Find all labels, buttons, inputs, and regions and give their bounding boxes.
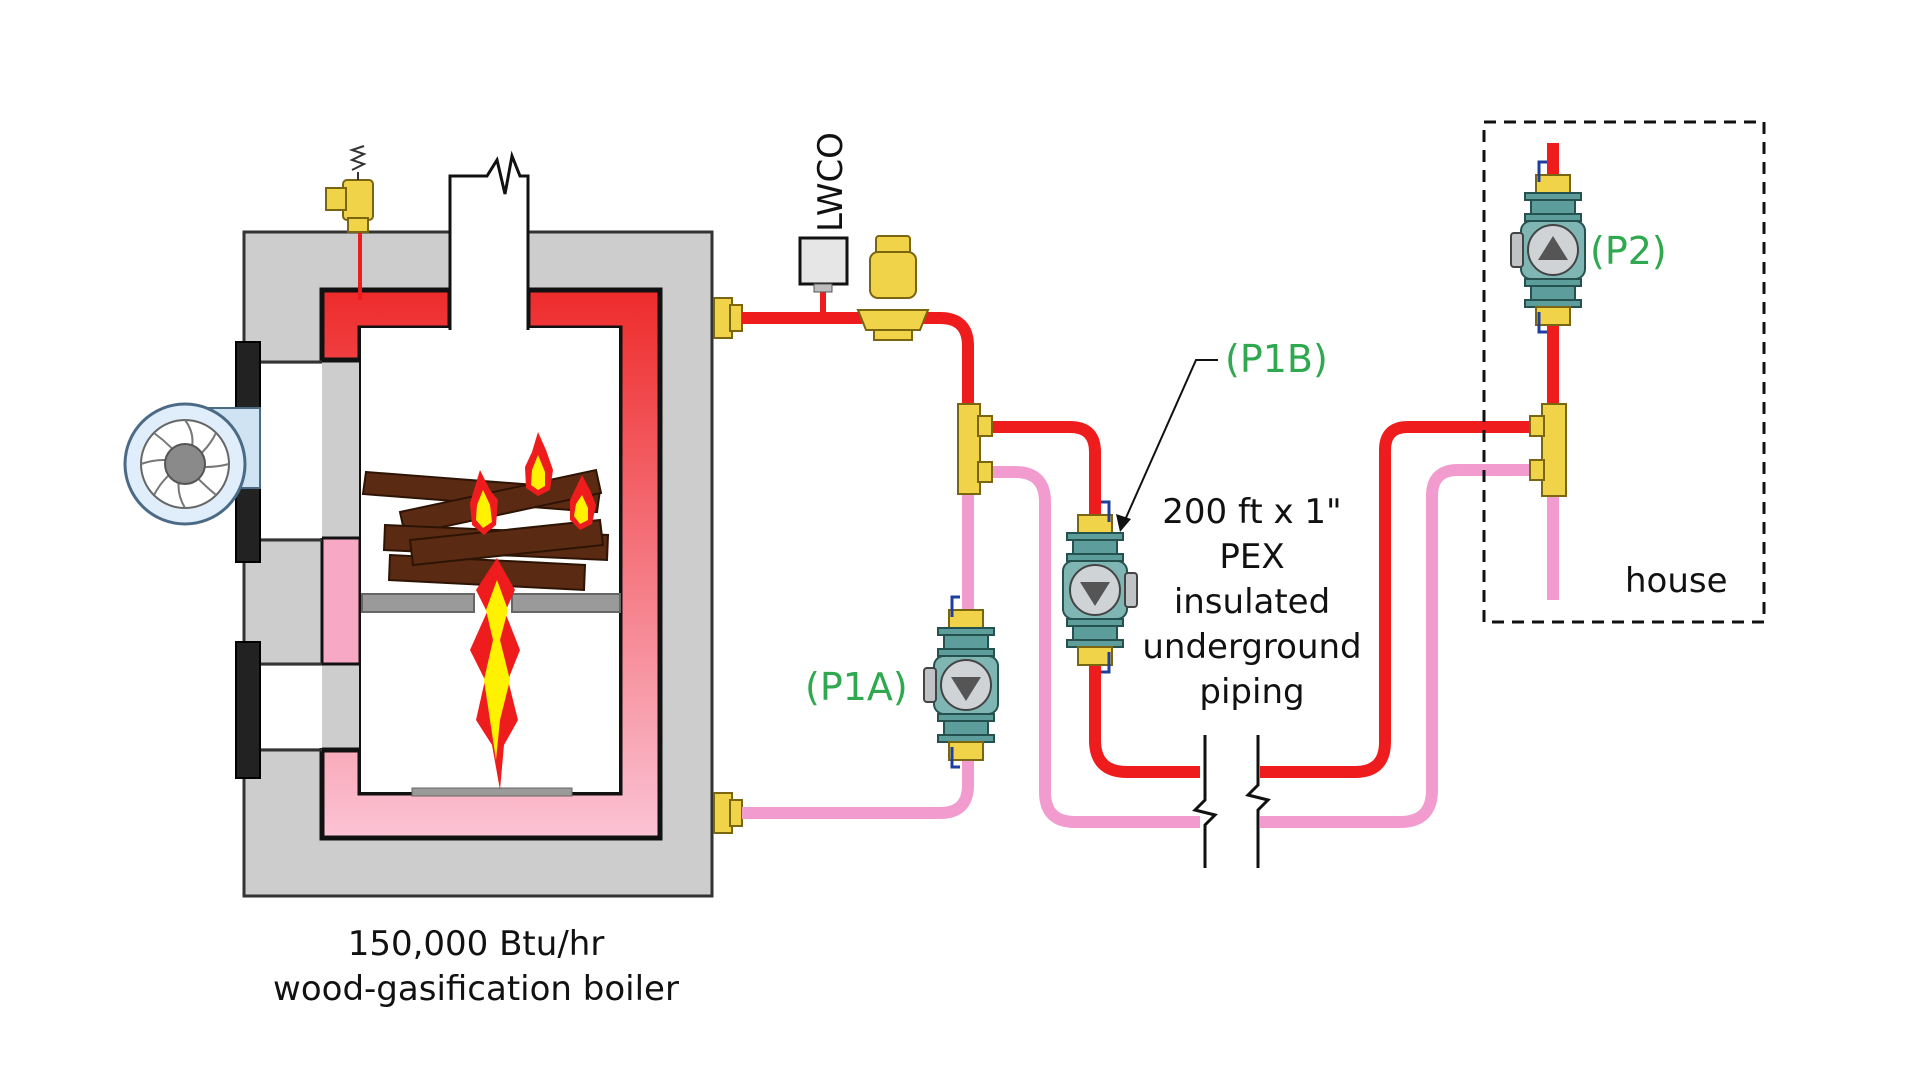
grate-bar-right — [511, 593, 621, 613]
piping-line-3: insulated — [1174, 582, 1330, 622]
pressure-relief-valve-icon — [325, 145, 374, 300]
circulator-pump-icon-p2 — [1509, 160, 1587, 334]
boiler-water-pocket — [320, 536, 362, 666]
circulator-pump-icon-p1a — [922, 595, 1000, 769]
piping-line-2: PEX — [1219, 537, 1284, 577]
p1a-label: (P1A) — [805, 665, 908, 709]
low-water-cutoff-icon — [798, 236, 849, 312]
p1b-leader-arrow — [1116, 514, 1131, 532]
piping-line-1: 200 ft x 1" — [1162, 492, 1341, 532]
boiler-supply-fitting — [713, 297, 743, 339]
house-boundary — [1482, 120, 1766, 624]
closely-spaced-tees-house-icon — [1529, 403, 1567, 497]
flame-icon — [470, 432, 596, 790]
house-label: house — [1625, 561, 1728, 601]
return-pipe-boiler — [742, 470, 974, 819]
boiler-door-lower — [235, 641, 261, 779]
p2-label: (P2) — [1590, 229, 1667, 273]
boiler-return-fitting — [713, 792, 743, 834]
p1b-label: (P1B) — [1225, 337, 1328, 381]
closely-spaced-tees-icon — [957, 403, 993, 495]
air-separator-icon — [856, 235, 930, 341]
firewood-logs — [361, 468, 610, 592]
ash-tray — [411, 787, 573, 797]
piping-line-5: piping — [1199, 672, 1304, 712]
piping-description: 200 ft x 1" PEX insulated underground pi… — [1142, 492, 1361, 712]
pipe-break-icon — [1192, 730, 1271, 870]
piping-line-4: underground — [1142, 627, 1361, 667]
boiler-description: 150,000 Btu/hr wood-gasification boiler — [273, 924, 679, 1009]
blower-fan-icon — [123, 402, 261, 526]
circulator-pump-icon-p1b — [1061, 500, 1139, 674]
lwco-label: LWCO — [811, 132, 851, 232]
boiler-line-1: 150,000 Btu/hr — [348, 924, 605, 964]
grate-bar-left — [361, 593, 475, 613]
boiler-line-2: wood-gasification boiler — [273, 969, 679, 1009]
boiler — [123, 145, 743, 898]
p1b-leader-line — [1124, 359, 1218, 521]
supply-pipe-boiler — [742, 312, 974, 412]
